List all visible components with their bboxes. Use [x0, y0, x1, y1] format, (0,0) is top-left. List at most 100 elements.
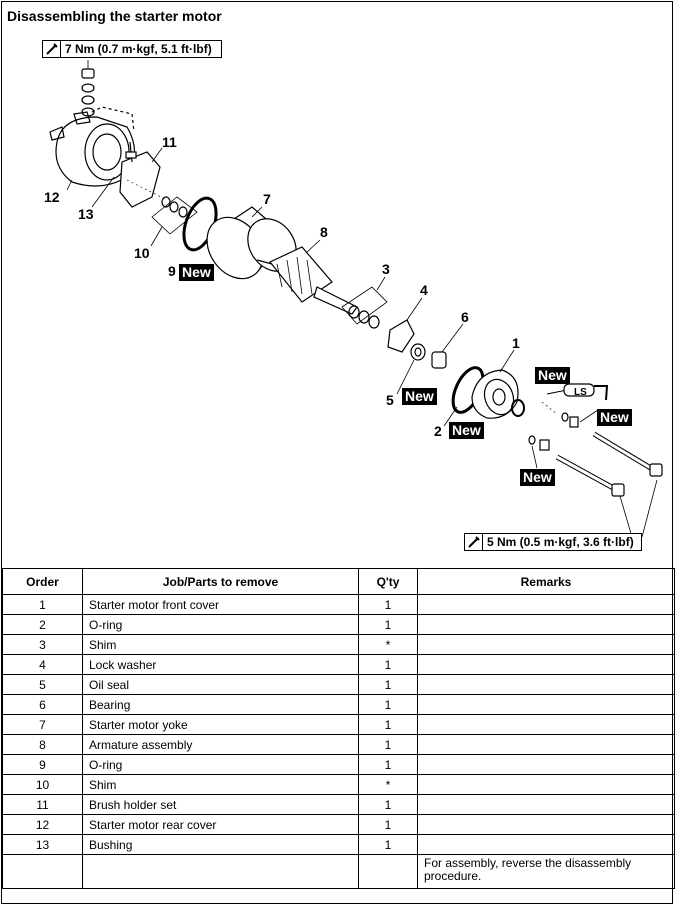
callout-5: 5: [386, 392, 394, 408]
callout-6: 6: [461, 309, 469, 325]
order-cell: 1: [2, 594, 83, 615]
qty-cell: *: [358, 774, 418, 795]
remarks-cell: [417, 654, 675, 675]
callout-13: 13: [78, 206, 94, 222]
order-cell: 13: [2, 834, 83, 855]
qty-cell: 1: [358, 674, 418, 695]
qty-cell: 1: [358, 834, 418, 855]
final-remark: For assembly, reverse the disassembly pr…: [417, 854, 675, 889]
yoke-part: [206, 206, 297, 280]
qty-cell: 1: [358, 614, 418, 635]
header-job: Job/Parts to remove: [82, 568, 359, 595]
order-cell: 7: [2, 714, 83, 735]
order-cell: 3: [2, 634, 83, 655]
job-cell: O-ring: [82, 754, 359, 775]
remarks-cell: [417, 794, 675, 815]
torque-wrench-icon: [465, 534, 483, 550]
new-badge: New: [520, 469, 555, 486]
order-cell: 8: [2, 734, 83, 755]
new-badge: New: [597, 409, 632, 426]
order-cell: 9: [2, 754, 83, 775]
remarks-cell: [417, 594, 675, 615]
table-header-row: Order Job/Parts to remove Q'ty Remarks: [2, 568, 675, 595]
qty-cell: 1: [358, 594, 418, 615]
remarks-cell: [417, 714, 675, 735]
callout-3: 3: [382, 261, 390, 277]
qty-cell: 1: [358, 694, 418, 715]
job-cell: Shim: [82, 774, 359, 795]
new-badge: New: [449, 422, 484, 439]
table-row-final: For assembly, reverse the disassembly pr…: [2, 854, 675, 889]
job-cell: Brush holder set: [82, 794, 359, 815]
exploded-diagram: [49, 60, 663, 538]
remarks-cell: [417, 814, 675, 835]
callout-1: 1: [512, 335, 520, 351]
torque-value: 7 Nm (0.7 m·kgf, 5.1 ft·lbf): [65, 42, 212, 56]
callout-8: 8: [320, 224, 328, 240]
qty-cell: 1: [358, 654, 418, 675]
brush-holder-part: [119, 141, 161, 208]
callout-4: 4: [420, 282, 428, 298]
new-badge: New: [402, 388, 437, 405]
remarks-cell: [417, 674, 675, 695]
order-cell: 12: [2, 814, 83, 835]
parts-table: Order Job/Parts to remove Q'ty Remarks 1…: [2, 568, 675, 889]
job-cell: Oil seal: [82, 674, 359, 695]
qty-cell: 1: [358, 814, 418, 835]
new-badge: New: [535, 367, 570, 384]
qty-cell: *: [358, 634, 418, 655]
remarks-cell: [417, 754, 675, 775]
remarks-cell: [417, 694, 675, 715]
header-order: Order: [2, 568, 83, 595]
order-cell: 10: [2, 774, 83, 795]
remarks-cell: [417, 634, 675, 655]
remarks-cell: [417, 614, 675, 635]
qty-cell: 1: [358, 714, 418, 735]
remarks-cell: [417, 774, 675, 795]
job-cell: Bushing: [82, 834, 359, 855]
torque-spec-top: 7 Nm (0.7 m·kgf, 5.1 ft·lbf): [42, 40, 222, 58]
ls-grease-label: LS: [574, 387, 587, 398]
job-cell: Starter motor rear cover: [82, 814, 359, 835]
callout-9: 9: [168, 263, 176, 279]
armature-part: [256, 246, 358, 315]
job-cell: Starter motor front cover: [82, 594, 359, 615]
remarks-cell: [417, 734, 675, 755]
order-cell: 4: [2, 654, 83, 675]
job-cell: O-ring: [82, 614, 359, 635]
torque-wrench-icon: [43, 41, 61, 57]
order-cell: 2: [2, 614, 83, 635]
callout-11: 11: [162, 134, 177, 150]
qty-cell: 1: [358, 794, 418, 815]
callout-12: 12: [44, 189, 60, 205]
qty-cell: 1: [358, 754, 418, 775]
order-cell: 11: [2, 794, 83, 815]
header-remarks: Remarks: [417, 568, 675, 595]
callout-7: 7: [263, 191, 271, 207]
page-title: Disassembling the starter motor: [7, 8, 222, 24]
new-badge: New: [179, 264, 214, 281]
rear-cover-part: [49, 111, 136, 187]
order-cell: 6: [2, 694, 83, 715]
nut-stack: [81, 68, 95, 117]
qty-cell: 1: [358, 734, 418, 755]
job-cell: Starter motor yoke: [82, 714, 359, 735]
front-cover-part: [471, 369, 519, 419]
torque-spec-bottom: 5 Nm (0.5 m·kgf, 3.6 ft·lbf): [464, 533, 642, 551]
job-cell: Shim: [82, 634, 359, 655]
torque-value: 5 Nm (0.5 m·kgf, 3.6 ft·lbf): [487, 535, 634, 549]
remarks-cell: [417, 834, 675, 855]
job-cell: Bearing: [82, 694, 359, 715]
header-qty: Q'ty: [358, 568, 418, 595]
